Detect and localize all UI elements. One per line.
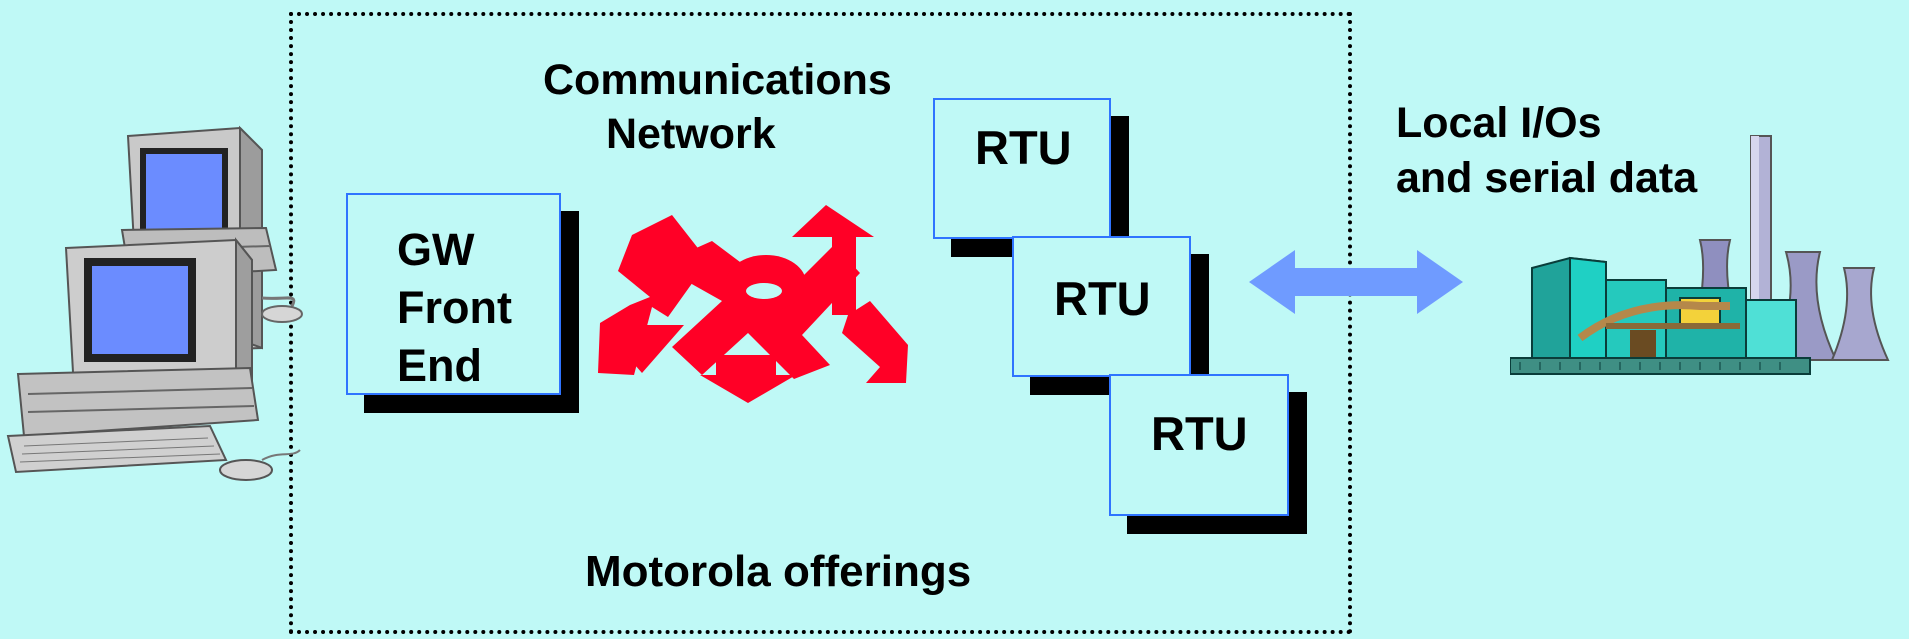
rtu-label-2: RTU xyxy=(1054,272,1151,325)
rtu-box-2 xyxy=(1012,236,1191,377)
double-arrow-icon xyxy=(1249,250,1463,314)
power-plant-icon xyxy=(1510,135,1890,375)
offerings-boundary xyxy=(289,12,1352,634)
network-label-line1: Communications xyxy=(543,56,892,104)
rtu-label-1: RTU xyxy=(975,121,1072,174)
local-io-label-line1: Local I/Os xyxy=(1396,99,1602,147)
rtu-label-3: RTU xyxy=(1151,407,1248,460)
gateway-label-line1: GW xyxy=(397,224,475,275)
rtu-box-3 xyxy=(1109,374,1289,516)
rtu-box-1 xyxy=(933,98,1111,239)
gateway-box xyxy=(346,193,561,395)
computer-workstation-icon xyxy=(6,125,303,481)
offerings-label: Motorola offerings xyxy=(585,547,972,596)
network-arrows-icon xyxy=(598,205,908,403)
local-io-label-line2: and serial data xyxy=(1396,154,1698,202)
gateway-label-line2: Front xyxy=(397,282,512,333)
gateway-label-line3: End xyxy=(397,340,482,391)
network-label-line2: Network xyxy=(606,110,776,158)
